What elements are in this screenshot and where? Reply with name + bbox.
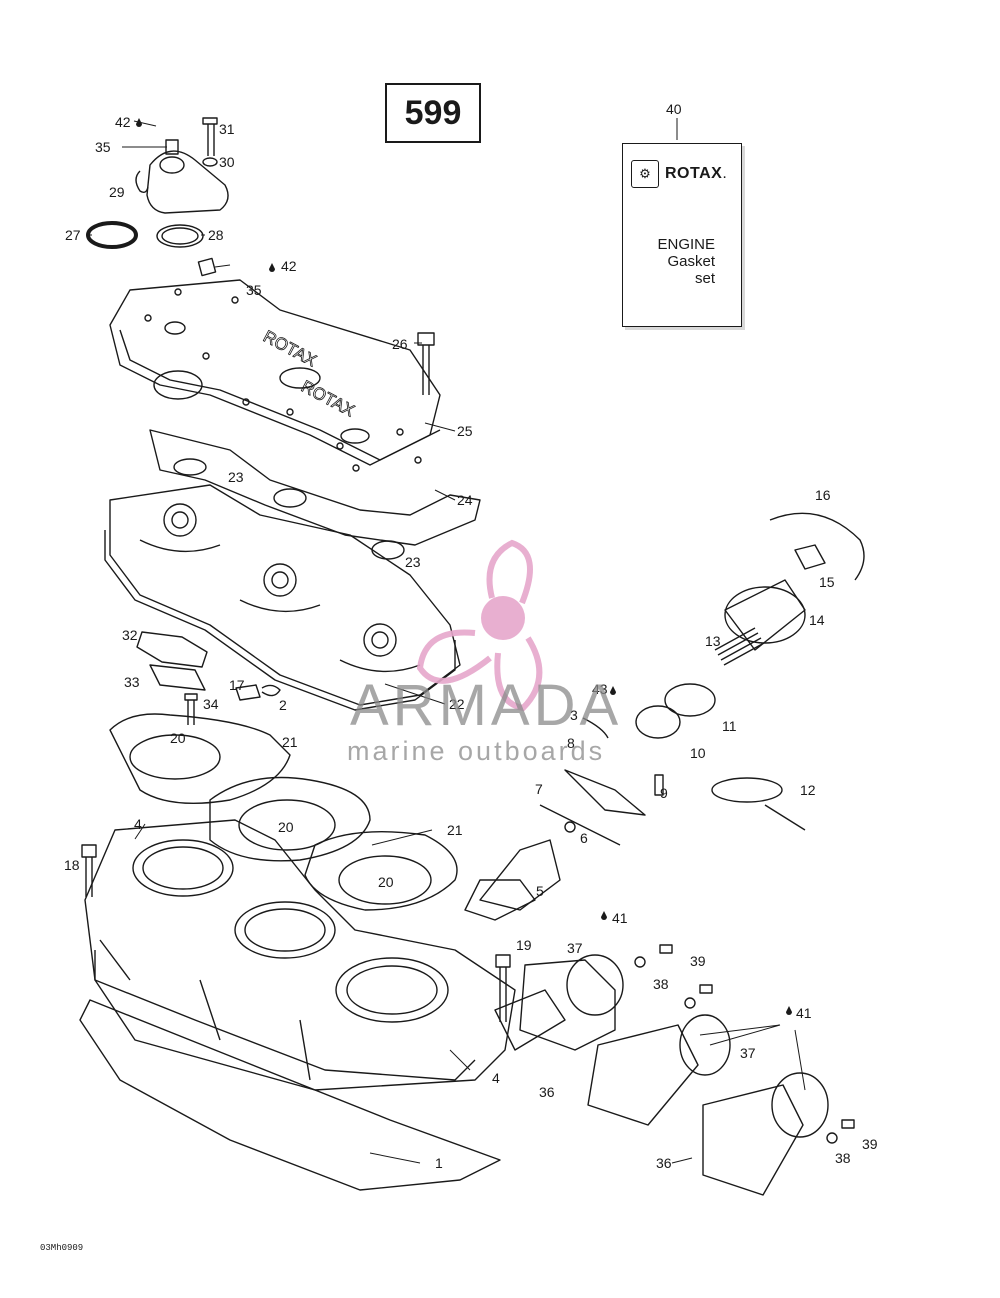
part-label-37b: 37 (740, 1045, 756, 1061)
rotax-logo: ⚙ ROTAX . (631, 160, 727, 188)
cylinder-block (84, 819, 516, 1091)
part-label-8: 8 (567, 735, 575, 751)
part-label-20c: 20 (378, 874, 394, 890)
part-label-14: 14 (809, 612, 825, 628)
gasket-line-3: set (694, 270, 715, 287)
part-label-35b: 35 (246, 282, 262, 298)
rotax-brand: ROTAX (665, 165, 723, 182)
o-ring-27 (86, 221, 138, 249)
part-label-42b: 42 (281, 258, 297, 274)
part-label-7: 7 (535, 781, 543, 797)
bolt-26 (417, 332, 435, 395)
gasket-line-2: Gasket (667, 253, 715, 270)
part-label-28: 28 (208, 227, 224, 243)
gasket-set-text: ENGINE Gasket set (657, 236, 715, 287)
part-label-6: 6 (580, 830, 588, 846)
part-label-23a: 23 (228, 469, 244, 485)
part-label-34: 34 (203, 696, 219, 712)
cylinder-head-cover: ROTAX ROTAX (109, 279, 441, 472)
elbow-gasket-32 (136, 631, 208, 668)
part-label-18: 18 (64, 857, 80, 873)
part-label-25: 25 (457, 423, 473, 439)
part-label-11: 11 (722, 718, 737, 734)
rotax-brand-mark: . (722, 165, 727, 182)
gasket-line-1: ENGINE (657, 236, 715, 253)
part-label-1: 1 (435, 1155, 443, 1171)
part-label-20a: 20 (170, 730, 186, 746)
part-label-17: 17 (229, 677, 245, 693)
part-label-29: 29 (109, 184, 125, 200)
part-label-3: 3 (570, 707, 578, 723)
outlet-fitting (135, 117, 229, 214)
base-gasket-1 (79, 999, 501, 1191)
part-label-21b: 21 (447, 822, 463, 838)
part-label-22: 22 (449, 696, 465, 712)
exhaust-adapters (494, 944, 855, 1196)
svg-text:ROTAX: ROTAX (260, 327, 320, 371)
part-label-30: 30 (219, 154, 235, 170)
part-label-39a: 39 (690, 953, 706, 969)
head-gasket-24 (149, 429, 481, 546)
base-gasket-21b (209, 776, 371, 862)
watermark-name: ARMADA (350, 673, 623, 738)
part-label-36a: 36 (539, 1084, 555, 1100)
part-label-37a: 37 (567, 940, 583, 956)
part-label-24: 24 (457, 492, 473, 508)
part-label-21a: 21 (282, 734, 298, 750)
part-label-40: 40 (666, 101, 682, 117)
part-label-42a: 42 (115, 114, 131, 130)
part-label-4a: 4 (134, 816, 142, 832)
part-label-23b: 23 (405, 554, 421, 570)
cylinder-head (104, 484, 461, 711)
gasket-set-card: ⚙ ROTAX . ENGINE Gasket set (622, 143, 742, 327)
part-label-36b: 36 (656, 1155, 672, 1171)
svg-text:ROTAX: ROTAX (298, 377, 358, 421)
part-label-15: 15 (819, 574, 835, 590)
part-label-9: 9 (660, 785, 668, 801)
part-label-33: 33 (124, 674, 140, 690)
diagram-number: 599 (404, 93, 462, 132)
rotax-emblem-icon: ⚙ (631, 160, 659, 188)
rotary-valve-parts (464, 512, 865, 921)
part-label-13: 13 (705, 633, 721, 649)
part-label-4b: 4 (492, 1070, 500, 1086)
part-label-31: 31 (219, 121, 235, 137)
part-label-38b: 38 (835, 1150, 851, 1166)
part-label-12: 12 (800, 782, 816, 798)
gasket-28 (156, 224, 204, 248)
part-label-40-wrap: 40 (666, 101, 682, 117)
part-label-5: 5 (536, 883, 544, 899)
part-label-32: 32 (122, 627, 138, 643)
part-label-41b: 41 (796, 1005, 812, 1021)
part-label-43: 43 (592, 681, 608, 697)
part-label-26: 26 (392, 336, 408, 352)
part-label-16: 16 (815, 487, 831, 503)
watermark-tagline: marine outboards (347, 736, 606, 766)
part-label-39b: 39 (862, 1136, 878, 1152)
part-label-10: 10 (690, 745, 706, 761)
base-gasket-21a (109, 713, 291, 804)
part-label-2: 2 (279, 697, 287, 713)
part-label-35a: 35 (95, 139, 111, 155)
part-label-41a: 41 (612, 910, 628, 926)
elbow-33 (149, 664, 206, 691)
figure-code: 03Mh0909 (40, 1243, 84, 1253)
part-label-27: 27 (65, 227, 81, 243)
part-label-38a: 38 (653, 976, 669, 992)
part-label-20b: 20 (278, 819, 294, 835)
part-label-19: 19 (516, 937, 532, 953)
diagram-number-box: 599 (385, 83, 481, 143)
